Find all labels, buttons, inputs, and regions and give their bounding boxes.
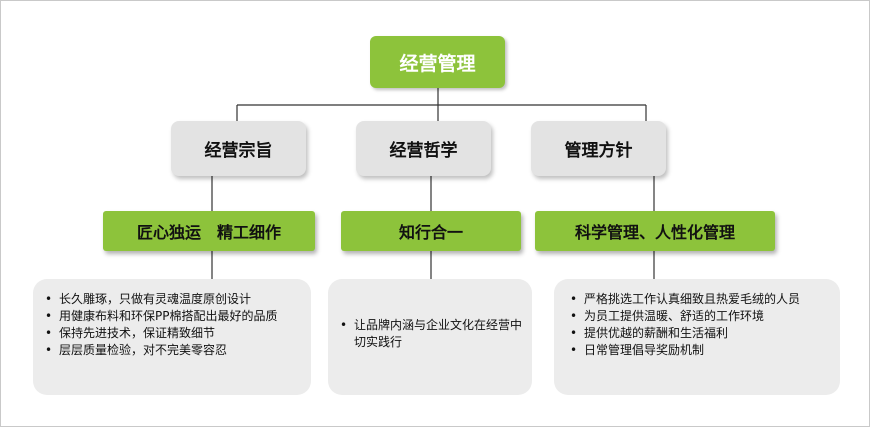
branch-title-1: 经营宗旨 xyxy=(171,121,306,176)
list-item: 保持先进技术，保证精致细节 xyxy=(43,325,301,342)
list-item: 日常管理倡导奖励机制 xyxy=(568,342,830,359)
root-node: 经营管理 xyxy=(370,36,505,88)
branch-title-3: 管理方针 xyxy=(531,121,666,176)
list-item: 严格挑选工作认真细致且热爱毛绒的人员 xyxy=(568,291,830,308)
branch-title-2: 经营哲学 xyxy=(356,121,491,176)
list-item: 层层质量检验，对不完美零容忍 xyxy=(43,342,301,359)
detail-list-1: 长久雕琢，只做有灵魂温度原创设计 用健康布料和环保PP棉搭配出最好的品质 保持先… xyxy=(43,291,301,359)
list-item: 用健康布料和环保PP棉搭配出最好的品质 xyxy=(43,308,301,325)
branch-motto-3: 科学管理、人性化管理 xyxy=(535,211,775,251)
branch-motto-2: 知行合一 xyxy=(341,211,521,251)
branch-detail-3: 严格挑选工作认真细致且热爱毛绒的人员 为员工提供温暖、舒适的工作环境 提供优越的… xyxy=(554,279,840,395)
list-item: 让品牌内涵与企业文化在经营中切实践行 xyxy=(338,317,522,351)
detail-list-2: 让品牌内涵与企业文化在经营中切实践行 xyxy=(338,317,522,351)
branch-detail-2: 让品牌内涵与企业文化在经营中切实践行 xyxy=(328,279,532,395)
detail-list-3: 严格挑选工作认真细致且热爱毛绒的人员 为员工提供温暖、舒适的工作环境 提供优越的… xyxy=(568,291,830,359)
branch-detail-1: 长久雕琢，只做有灵魂温度原创设计 用健康布料和环保PP棉搭配出最好的品质 保持先… xyxy=(33,279,311,395)
list-item: 长久雕琢，只做有灵魂温度原创设计 xyxy=(43,291,301,308)
list-item: 提供优越的薪酬和生活福利 xyxy=(568,325,830,342)
list-item: 为员工提供温暖、舒适的工作环境 xyxy=(568,308,830,325)
branch-motto-1: 匠心独运 精工细作 xyxy=(103,211,315,251)
